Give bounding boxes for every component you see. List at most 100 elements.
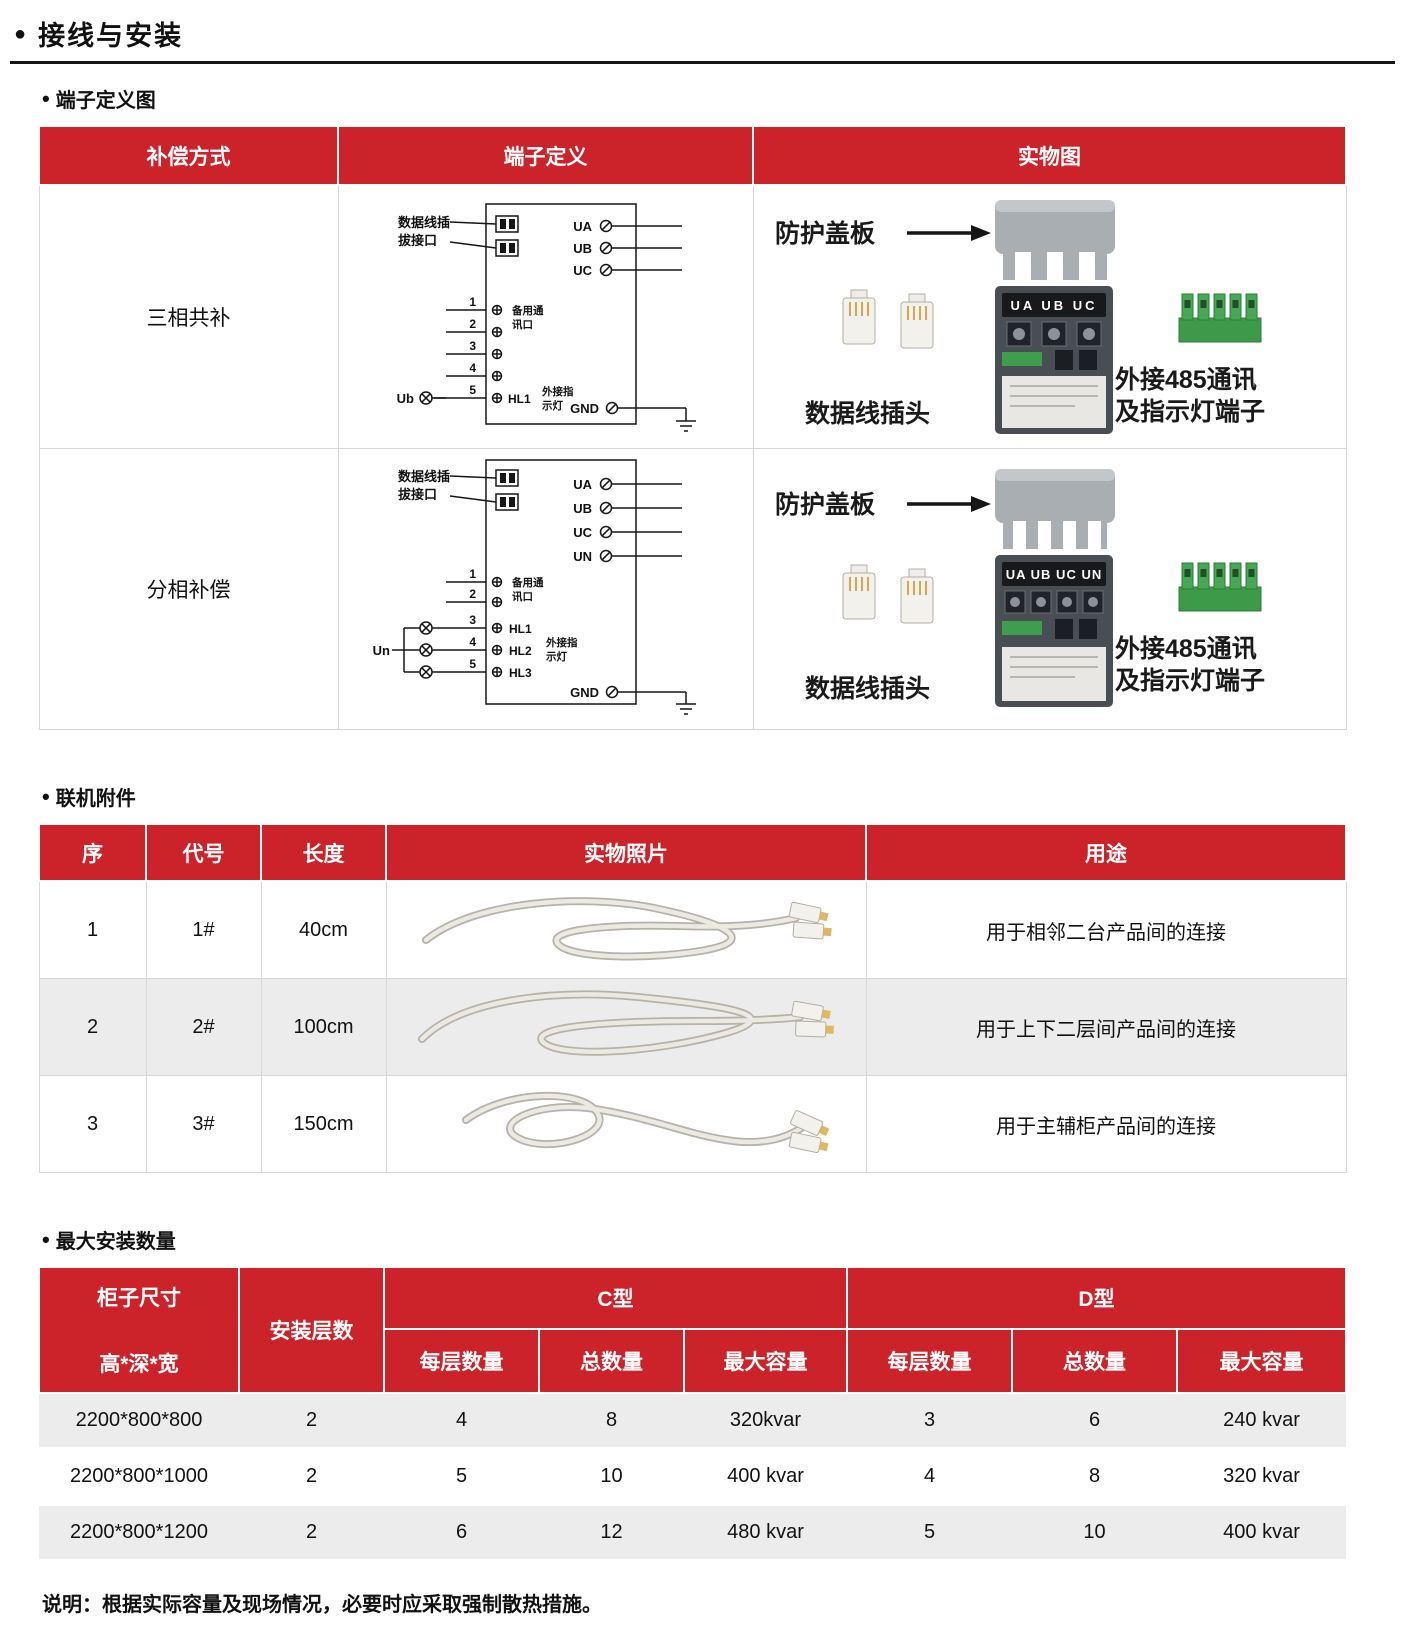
protective-cover: [994, 199, 1115, 280]
cable-photo-150cm: [462, 1091, 830, 1154]
terminal-ua: UA: [573, 477, 682, 492]
comm-port-label-2: 讯口: [512, 318, 533, 331]
c-per-layer: 5: [384, 1448, 539, 1506]
length-cell: 40cm: [260, 880, 387, 979]
comm-port-label-1: 备用通: [511, 576, 544, 589]
svg-text:5: 5: [469, 383, 476, 397]
cable-photo-cell: [385, 880, 867, 979]
use-cell: 用于上下二层间产品间的连接: [865, 978, 1347, 1076]
footer-note: 说明：根据实际容量及现场情况，必要时应采取强制散热措施。: [42, 1594, 602, 1616]
svg-text:Ub: Ub: [396, 391, 413, 406]
compensation-method: 分相补偿: [38, 448, 339, 730]
cable-plug-icon: [788, 901, 829, 924]
code-cell: 3#: [145, 1075, 262, 1173]
terminal-uc: UC: [573, 263, 682, 278]
port-label-line1: 数据线插: [398, 215, 450, 230]
svg-text:2: 2: [469, 317, 476, 331]
hl1-label: HL1: [509, 622, 532, 636]
col-header-layers: 安装层数: [238, 1266, 385, 1394]
device-terminal-labels: UA UB UC: [1010, 298, 1097, 313]
hl3-label: HL3: [509, 666, 532, 680]
table-row-size-1200: 2200*800*1200 2 6 12 480 kvar 5 10 400 k…: [39, 1504, 1346, 1562]
product-photo-three-phase: 防护盖板: [775, 199, 1265, 434]
ub-lamp: Ub: [396, 391, 446, 406]
table-row-cable-1: 1 1# 40cm 用于相邻二台产品间的连接: [38, 880, 1347, 979]
table-row-three-phase: 三相共补 数据线插: [38, 184, 1347, 449]
col-header-cabinet-size: 柜子尺寸 高*深*宽: [38, 1266, 240, 1394]
indicator-label-2: 示灯: [546, 650, 567, 663]
col-header-d-per-layer: 每层数量: [846, 1328, 1013, 1394]
comm-port-label-2: 讯口: [512, 590, 533, 603]
svg-text:UA: UA: [573, 219, 592, 234]
t485-label-line2: 及指示灯端子: [1115, 667, 1265, 695]
indicator-label-1: 外接指: [541, 385, 574, 398]
cable-plug-icon: [792, 921, 832, 940]
pin-2: 2: [445, 587, 502, 607]
cable-plug-icon: [788, 1131, 829, 1154]
svg-text:UC: UC: [573, 525, 592, 540]
col-header-method: 补偿方式: [38, 125, 339, 186]
svg-text:1: 1: [469, 295, 476, 309]
pin-5: 5 HL3: [418, 657, 532, 680]
title-bullet-icon: ●: [14, 22, 27, 45]
length-cell: 100cm: [260, 978, 387, 1076]
table-row-split-phase: 分相补偿 数据线插: [38, 448, 1347, 730]
gnd-terminal: GND: [570, 685, 696, 715]
d-capacity: 320 kvar: [1177, 1448, 1346, 1506]
seq-cell: 1: [38, 880, 147, 979]
table-row-size-800: 2200*800*800 2 4 8 320kvar 3 6 240 kvar: [39, 1393, 1346, 1450]
section-label-accessories: • 联机附件: [42, 782, 1345, 811]
col-header-photo: 实物照片: [385, 823, 867, 882]
layers: 2: [239, 1448, 384, 1506]
pin-1: 1: [445, 567, 502, 587]
cable-photo-100cm: [418, 990, 834, 1056]
d-per-layer: 3: [847, 1393, 1012, 1450]
data-cable-plugs: [842, 564, 933, 623]
gnd-terminal: GND: [570, 401, 696, 432]
cable-plug-icon: [791, 1000, 831, 1022]
col-header-c-capacity: 最大容量: [683, 1328, 848, 1394]
accessories-header-row: 序 代号 长度 实物照片 用途: [38, 823, 1347, 882]
d-total: 8: [1012, 1448, 1177, 1506]
col-header-code: 代号: [145, 823, 262, 882]
table-row-size-1000: 2200*800*1000 2 5 10 400 kvar 4 8 320 kv…: [39, 1448, 1346, 1506]
device-photo: UA UB UC: [994, 285, 1113, 434]
svg-text:GND: GND: [570, 685, 599, 700]
protective-cover: [994, 468, 1115, 549]
cable-plug-icon: [790, 1110, 830, 1136]
capacity-table: 柜子尺寸 高*深*宽 安装层数 C型 D型 每层数量 总数量 最大容量 每层数量…: [38, 1266, 1347, 1562]
c-capacity: 400 kvar: [684, 1448, 847, 1506]
d-capacity: 240 kvar: [1177, 1393, 1346, 1450]
table-row-cable-3: 3 3# 150cm 用于主辅柜产品间的连接: [38, 1075, 1347, 1173]
d-per-layer: 4: [847, 1448, 1012, 1506]
data-cable-plugs: [842, 289, 933, 348]
svg-text:4: 4: [469, 361, 476, 375]
col-header-c-total: 总数量: [538, 1328, 685, 1394]
section-label-capacity: • 最大安装数量: [42, 1225, 1345, 1254]
terminal-table: 补偿方式 端子定义 实物图 三相共补: [38, 125, 1347, 730]
d-capacity: 400 kvar: [1177, 1504, 1346, 1562]
hl1-label: HL1: [508, 392, 531, 406]
svg-text:3: 3: [469, 339, 476, 353]
pin-4: 4: [445, 361, 502, 381]
cable-photo-cell: [385, 978, 867, 1076]
c-total: 8: [539, 1393, 684, 1450]
c-per-layer: 6: [384, 1504, 539, 1562]
svg-text:UA: UA: [573, 477, 592, 492]
t485-label-line1: 外接485通讯: [1115, 365, 1257, 394]
hl2-label: HL2: [509, 644, 532, 658]
d-per-layer: 5: [847, 1504, 1012, 1562]
col-header-photo: 实物图: [752, 125, 1347, 186]
section-title-terminal: 端子定义图: [55, 90, 156, 112]
col-header-d-total: 总数量: [1011, 1328, 1178, 1394]
layers: 2: [239, 1393, 384, 1450]
plug-label: 数据线插头: [805, 399, 930, 428]
svg-text:UN: UN: [573, 549, 592, 564]
terminal-485-block: [1178, 562, 1261, 611]
indicator-label-1: 外接指: [545, 636, 578, 649]
terminal-ua: UA: [573, 219, 682, 234]
cabinet-size-line1: 柜子尺寸: [97, 1287, 181, 1310]
col-header-use: 用途: [865, 823, 1347, 882]
port-label-line2: 拔接口: [398, 233, 437, 248]
cover-pointer-arrow: [906, 495, 991, 512]
